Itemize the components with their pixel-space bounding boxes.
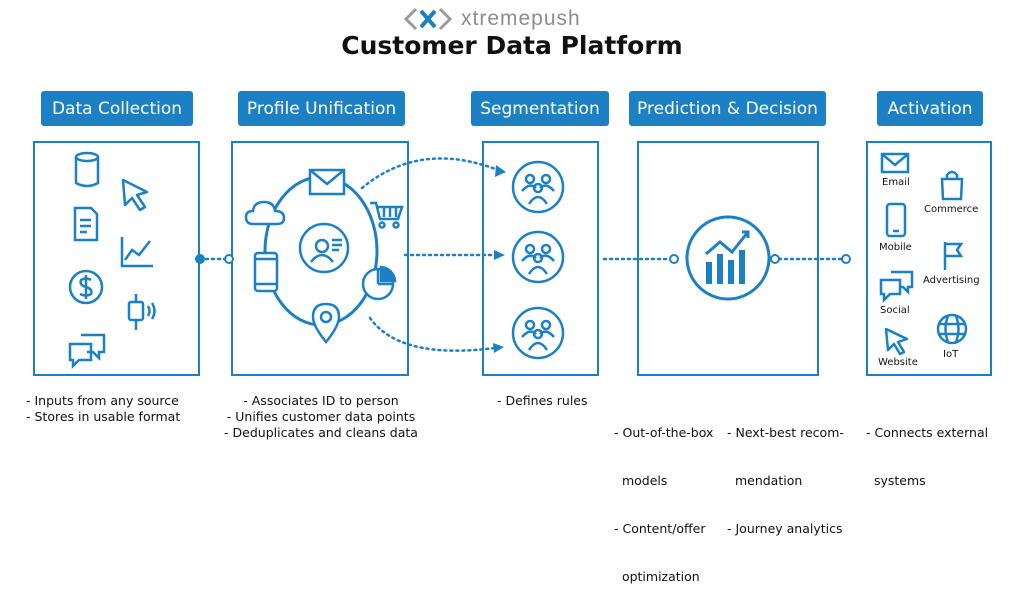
description-line: - Deduplicates and cleans data — [224, 425, 418, 440]
stage-label-data-collection: Data Collection — [41, 91, 193, 126]
advertising-flag-icon — [943, 242, 964, 270]
cursor-icon — [121, 178, 149, 212]
segmentation-description: - Defines rules — [497, 393, 588, 409]
channel-label-iot: IoT — [943, 349, 959, 360]
envelope-icon — [308, 168, 346, 196]
activation-description: - Connects external systems — [866, 393, 988, 505]
location-pin-icon — [311, 302, 341, 344]
connectors — [195, 157, 851, 353]
group-icon — [511, 306, 565, 360]
channel-label-mobile: Mobile — [879, 242, 912, 253]
dollar-icon — [68, 269, 104, 305]
description-line: mendation — [727, 473, 803, 488]
description-line: - Defines rules — [497, 393, 588, 408]
line-chart-icon — [120, 237, 153, 268]
data-collection-panel — [33, 141, 200, 376]
activation-panel — [866, 141, 992, 376]
description-line: - Stores in usable format — [26, 409, 181, 424]
growth-chart-icon — [685, 215, 771, 301]
commerce-bag-icon — [940, 170, 964, 201]
description-line: models — [614, 473, 668, 488]
stage-label-activation: Activation — [877, 91, 983, 126]
pie-chart-icon — [361, 265, 397, 301]
xtremepush-logo-icon — [403, 7, 453, 31]
channel-label-website: Website — [878, 357, 918, 368]
description-line: systems — [866, 473, 926, 488]
wearable-icon — [127, 294, 156, 330]
description-line: - Next-best recom- — [727, 425, 844, 440]
description-line: - Content/offer — [614, 521, 706, 536]
document-icon — [73, 206, 99, 242]
prediction-panel — [637, 141, 819, 376]
description-line: - Out-of-the-box — [614, 425, 714, 440]
description-line: - Unifies customer data points — [226, 409, 416, 424]
channel-label-email: Email — [882, 177, 910, 188]
channel-label-advertising: Advertising — [923, 275, 980, 286]
iot-globe-icon — [936, 313, 968, 345]
database-icon — [74, 151, 100, 188]
group-icon — [511, 230, 565, 284]
cart-icon — [370, 201, 404, 229]
contact-card-icon — [298, 222, 350, 274]
social-chat-icon — [879, 270, 914, 304]
description-line: - Connects external — [866, 425, 989, 440]
description-line: - Journey analytics — [727, 521, 843, 536]
brand-logo: xtremepush — [403, 6, 623, 32]
chat-icon — [68, 333, 106, 370]
cloud-icon — [244, 200, 286, 226]
prediction-description-right: - Next-best recom- mendation - Journey a… — [727, 393, 844, 553]
page-title: Customer Data Platform — [341, 31, 683, 60]
channel-label-commerce: Commerce — [924, 204, 979, 215]
mobile-icon — [253, 251, 279, 293]
stage-label-prediction-decision: Prediction & Decision — [629, 91, 826, 126]
website-cursor-icon — [884, 327, 909, 356]
description-line: - Associates ID to person — [243, 393, 399, 408]
brand-name: xtremepush — [461, 7, 581, 30]
stage-label-profile-unification: Profile Unification — [238, 91, 405, 126]
description-line: - Inputs from any source — [26, 393, 179, 408]
channel-label-social: Social — [880, 305, 910, 316]
stage-label-segmentation: Segmentation — [471, 91, 609, 126]
email-icon — [880, 152, 910, 174]
mobile-phone-icon — [885, 202, 907, 238]
description-line: optimization — [614, 569, 700, 584]
profile-unification-description: - Associates ID to person - Unifies cust… — [222, 393, 420, 441]
group-icon — [511, 160, 565, 214]
data-collection-description: - Inputs from any source - Stores in usa… — [26, 393, 180, 425]
prediction-description-left: - Out-of-the-box models - Content/offer … — [614, 393, 713, 601]
